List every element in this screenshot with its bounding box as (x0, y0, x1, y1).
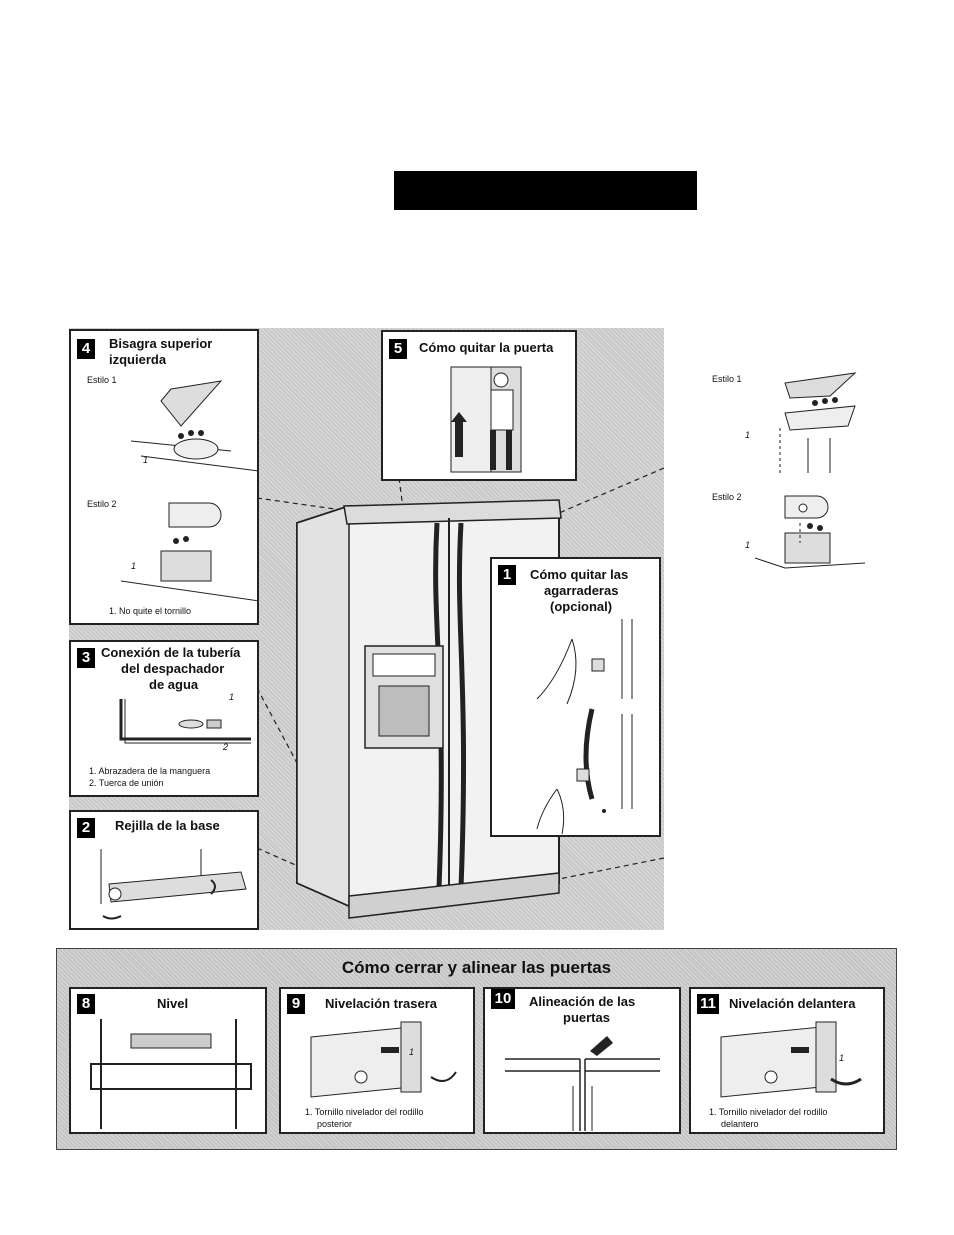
header-black-bar (394, 171, 697, 210)
step-number: 4 (77, 339, 95, 359)
panel-note-line1: 1. Tornillo nivelador del rodillo (709, 1107, 828, 1117)
step-number: 2 (77, 818, 95, 838)
water-line-drawing (119, 699, 251, 744)
side-style2-label: Estilo 2 (712, 492, 742, 502)
panel-note-2: 2. Tuerca de unión (89, 778, 164, 788)
step-number: 5 (389, 339, 407, 359)
step-number: 10 (491, 989, 515, 1009)
panel-title-line2: del despachador (121, 661, 225, 676)
callout-1: 1 (409, 1047, 415, 1057)
panel-note-line1: 1. Tornillo nivelador del rodillo (305, 1107, 424, 1117)
callout-1b: 1 (131, 561, 137, 571)
handles-drawing (536, 619, 633, 834)
panel-title: Nivelación delantera (729, 996, 856, 1011)
level-drawing (90, 1019, 252, 1129)
remove-door-drawing (450, 366, 522, 473)
side-style1-label: Estilo 1 (712, 374, 742, 384)
panel-title-line2: puertas (563, 1010, 610, 1025)
panel-note: 1. No quite el tornillo (109, 606, 192, 616)
callout-1: 1 (143, 455, 149, 465)
base-grille-drawing (100, 849, 247, 920)
panel-remove-door: 5 Cómo quitar la puerta (381, 330, 577, 481)
step-number: 11 (697, 994, 719, 1014)
panel-title-line2: izquierda (109, 352, 167, 367)
panel-base-grille: 2 Rejilla de la base (69, 810, 259, 930)
step-number: 3 (77, 648, 95, 668)
panel-title: Nivelación trasera (325, 996, 438, 1011)
panel-title-line1: Conexión de la tubería (101, 645, 241, 660)
hinge-style2-drawing (121, 502, 259, 601)
panel-level: 8 Nivel (69, 987, 267, 1134)
panel-title-line2: agarraderas (544, 583, 619, 598)
step-number: 1 (498, 565, 516, 585)
panel-note-line2: delantero (721, 1119, 759, 1129)
panel-title-line1: Bisagra superior (109, 336, 213, 351)
panel-title: Nivel (157, 996, 189, 1011)
hinge-style1-drawing (130, 380, 259, 472)
front-leveling-drawing (720, 1021, 862, 1098)
panel-title: Rejilla de la base (115, 818, 220, 833)
style1-label: Estilo 1 (87, 375, 117, 385)
panel-title: Cómo quitar la puerta (419, 340, 554, 355)
step-number: 9 (287, 994, 305, 1014)
panel-title-line1: Alineación de las (529, 994, 636, 1009)
callout-1: 1 (229, 692, 235, 702)
rear-leveling-drawing (310, 1021, 457, 1098)
panel-title-line3: de agua (149, 677, 199, 692)
style2-label: Estilo 2 (87, 499, 117, 509)
bottom-section-title: Cómo cerrar y alinear las puertas (341, 958, 612, 977)
panel-door-alignment: 10 Alineación de las puertas (483, 987, 681, 1134)
callout-2: 2 (223, 742, 229, 752)
panel-note-line2: posterior (317, 1119, 353, 1129)
panel-water-line: 3 Conexión de la tubería del despachador… (69, 640, 259, 797)
side-callout-2: 1 (745, 540, 751, 550)
callout-1: 1 (839, 1053, 845, 1063)
door-alignment-drawing (505, 1036, 660, 1131)
side-hinge-style1-drawing (779, 372, 857, 473)
panel-note-1: 1. Abrazadera de la manguera (89, 766, 211, 776)
step-number: 8 (77, 994, 95, 1014)
panel-remove-handles: 1 Cómo quitar las agarraderas (opcional) (490, 557, 661, 837)
side-hinge-style2-drawing (755, 495, 865, 569)
panel-top-hinge: 4 Bisagra superior izquierda Estilo 1 1 … (69, 329, 259, 625)
panel-title-line3: (opcional) (550, 599, 613, 614)
panel-title-line1: Cómo quitar las (530, 567, 629, 582)
side-callout-1: 1 (745, 430, 751, 440)
panel-rear-leveling: 9 Nivelación trasera 1 1. Tornillo nivel… (279, 987, 475, 1134)
panel-front-leveling: 11 Nivelación delantera 1 1. Tornillo ni… (689, 987, 885, 1134)
